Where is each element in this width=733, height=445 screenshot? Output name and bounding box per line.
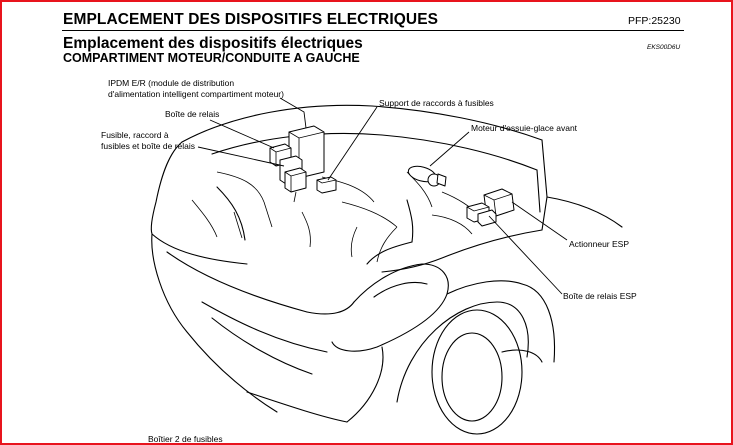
label-ipdm-line2: d'alimentation intelligent compartiment … [108, 88, 284, 99]
label-ipdm: IPDM E/R (module de distribution d'alime… [108, 78, 284, 99]
document-title: EMPLACEMENT DES DISPOSITIFS ELECTRIQUES [63, 11, 439, 28]
label-fuse-line1: Fusible, raccord à [101, 130, 169, 140]
label-esp-actuator: Actionneur ESP [569, 239, 630, 249]
leader-lines [197, 97, 568, 295]
car-body-outline [150, 104, 623, 435]
wiper-motor-part [407, 165, 447, 187]
section-code: EKS00D6U [647, 44, 681, 51]
esp-relay-box-part [466, 202, 497, 227]
label-fuse-box-2: Boîtier 2 de fusibles [148, 434, 223, 444]
fuse-link-box-part [279, 155, 307, 203]
label-wiper-motor: Moteur d'essuie-glace avant [471, 123, 578, 133]
fuse-connector-support-part [316, 176, 337, 194]
pfp-code: PFP:25230 [628, 15, 681, 27]
label-esp-relay-box: Boîte de relais ESP [563, 291, 637, 301]
label-fuse-connector-support: Support de raccords à fusibles [379, 98, 494, 108]
label-relay-box: Boîte de relais [165, 109, 220, 119]
section-title: Emplacement des dispositifs électriques [63, 35, 363, 52]
section-subtitle: COMPARTIMENT MOTEUR/CONDUITE A GAUCHE [63, 51, 360, 65]
label-fuse-link-box: Fusible, raccord à fusibles et boîte de … [101, 130, 195, 151]
label-ipdm-line1: IPDM E/R (module de distribution [108, 78, 235, 88]
label-fuse-line2: fusibles et boîte de relais [101, 140, 196, 151]
title-rule [62, 30, 684, 31]
